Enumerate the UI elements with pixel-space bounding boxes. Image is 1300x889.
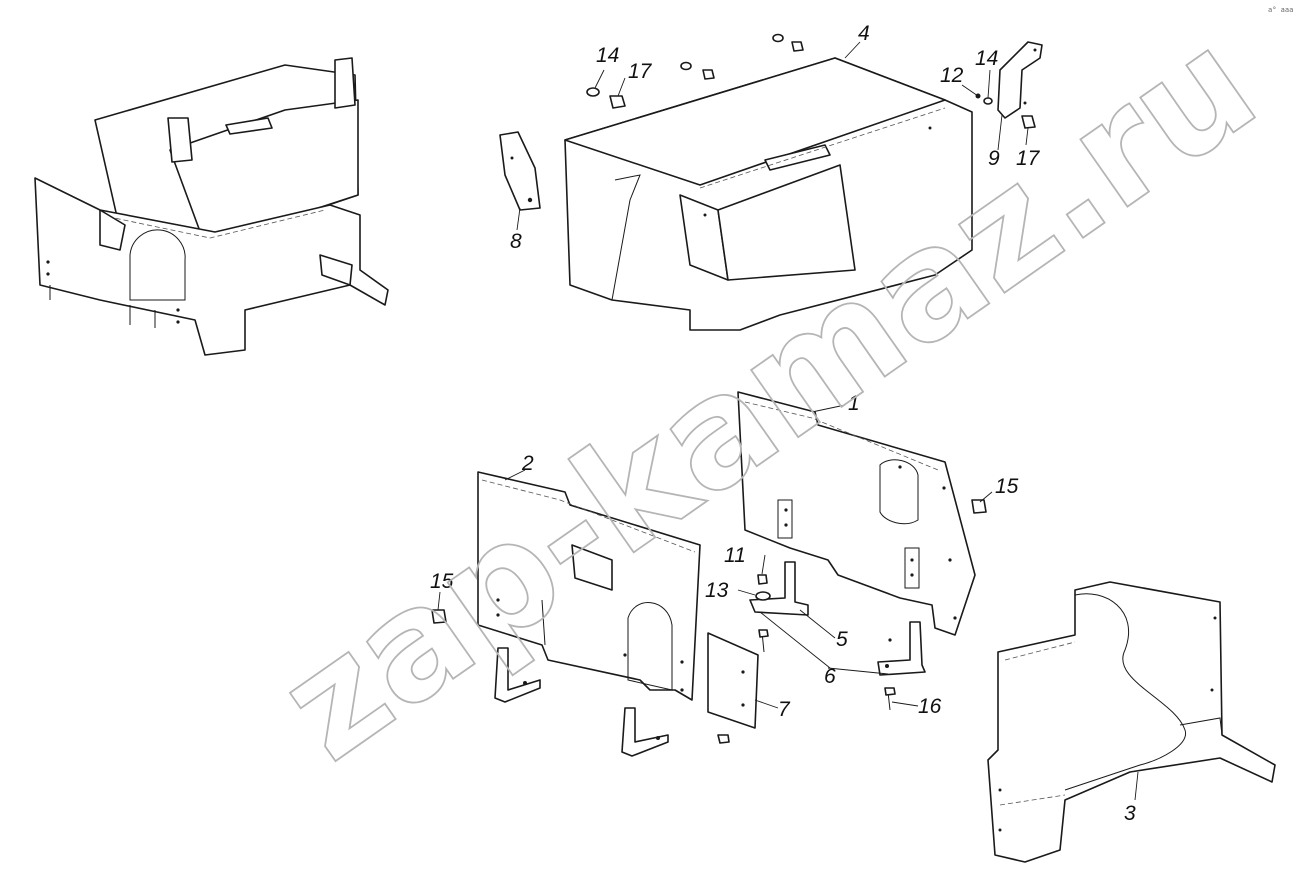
callout-2: 2	[521, 452, 534, 475]
leader-lines	[437, 41, 1139, 801]
part-3-side-panel	[987, 581, 1276, 863]
fasteners-top	[586, 33, 1036, 129]
callout-17b: 17	[1016, 147, 1041, 170]
callout-17a: 17	[628, 60, 653, 83]
part-9-bracket	[997, 41, 1043, 119]
callout-5: 5	[836, 628, 848, 651]
assembled-casing-view	[34, 57, 389, 356]
part-2-front-panel	[477, 471, 701, 701]
part-8-bracket	[499, 131, 541, 211]
callout-4: 4	[858, 22, 870, 45]
panel-supports	[494, 647, 730, 757]
callout-13: 13	[705, 579, 729, 602]
callout-6: 6	[824, 665, 836, 688]
callout-11: 11	[724, 544, 746, 567]
callout-8: 8	[510, 230, 522, 253]
callout-14a: 14	[596, 44, 619, 67]
corner-mark: a° aaa	[1268, 6, 1293, 14]
part-4-top-cover	[564, 57, 973, 331]
callout-1: 1	[848, 392, 860, 415]
callout-3: 3	[1124, 802, 1136, 825]
callout-labels: 1 2 3 4 5 6 7 8 9 11 12 13 14 14 15 15 1…	[430, 22, 1136, 825]
callout-12: 12	[940, 64, 964, 87]
callout-7: 7	[778, 698, 791, 721]
parts-5-6-brackets	[749, 561, 926, 676]
callout-15b: 15	[995, 475, 1019, 498]
part-7-plate	[707, 632, 759, 729]
callout-15a: 15	[430, 570, 454, 593]
callout-16: 16	[918, 695, 942, 718]
fasteners-bottom	[431, 499, 987, 711]
callout-9: 9	[988, 147, 1000, 170]
part-1-back-panel	[737, 391, 976, 636]
callout-14b: 14	[975, 47, 998, 70]
